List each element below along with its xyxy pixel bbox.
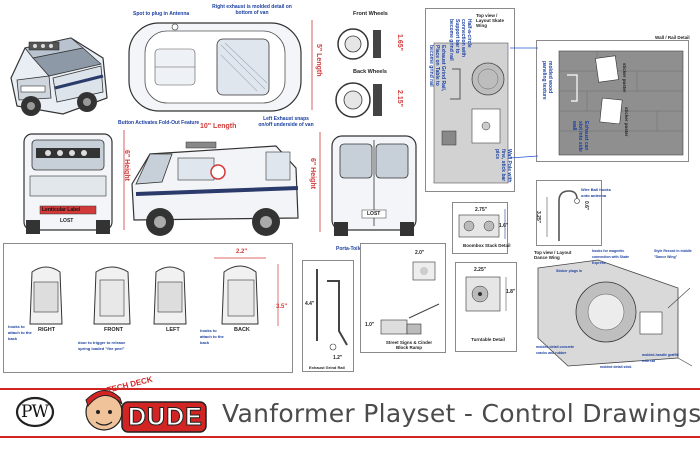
label-molded-wood: molded wood paneling texture [541, 61, 553, 100]
panel-connector-lines [509, 47, 539, 159]
dim-line-length-5 [311, 20, 313, 110]
label-button-feature: Button Activates Fold-Out Feature [118, 120, 200, 126]
van-perspective-drawing [10, 37, 108, 116]
dim-line-height-6b [319, 132, 321, 232]
street-signs-panel: 2.0" 1.0" Street Signs & Cinder Block Ra… [360, 243, 446, 353]
street-signs-drawing [380, 261, 440, 335]
dim-44: 4.4" [305, 301, 315, 307]
pw-logo-initials: PW [21, 402, 49, 422]
dim-10: 1.0" [365, 322, 375, 328]
footer-line-bottom [0, 436, 700, 438]
label-spot-antenna: Spot to plug in Antenna [133, 11, 190, 17]
label-hooks-left: hooks to attach to the back [8, 324, 32, 341]
label-half-circle: Half-a-circle connection with Support ba… [448, 19, 472, 61]
label-molded-detail-a: molded detail concrete cracks and rubber [536, 345, 575, 355]
label-street-signs: Street Signs & Cinder Block Ramp [385, 340, 433, 350]
turntable-drawing [465, 276, 507, 312]
hook-panel: 3.25" 0.6" Wire Ball hooks onto antenna [535, 180, 611, 246]
dim-06: 0.6" [583, 201, 589, 211]
van-side-view: Button Activates Fold-Out Feature 10" Le… [118, 116, 314, 240]
van-rear-view: LOST [328, 130, 420, 238]
label-left-exhaust: Left Exhaust snaps on/off underside of v… [258, 116, 314, 128]
pw-logo: PW [15, 396, 55, 428]
label-hooks-magnetic: hooks for magnetic connection with Skate… [592, 249, 629, 265]
label-boombox: Boombox Stack Detail [463, 243, 511, 248]
dim-12: 1.2" [333, 355, 343, 361]
label-back-wheels: Back Wheels [353, 69, 387, 75]
dim-length-5: 5" Length [315, 44, 322, 77]
pw-logo-circle [15, 396, 55, 428]
dim-front-wheel: 1.65" [396, 34, 403, 51]
dim-35: 3.5" [276, 304, 288, 310]
label-exhaust-grind-rail: Exhaust Grind Rail [309, 365, 345, 370]
label-right-exhaust: Right exhaust is molded detail on bottom… [212, 4, 292, 16]
van-front-view: Lenticular Label LOST [18, 128, 118, 238]
wheels-drawing [335, 28, 382, 118]
label-molded-detail-b: molded detail stick [600, 365, 632, 369]
dude-logo-graphic [85, 390, 207, 433]
label-exhaust-grind-note: Exhaust Grind Rail, Place on Table to be… [428, 45, 446, 92]
label-top-view-skate: Top view / Layout Skate Wing [476, 13, 505, 28]
van-three-quarter-view [3, 18, 115, 128]
wheels-panel: Front Wheels Back Wheels 1.65" 2.15" [333, 10, 415, 122]
label-wall-rail: Wall / Rail Detail [655, 35, 690, 40]
label-front: FRONT [104, 327, 123, 333]
porta-views-panel: 2.2" 3.5" RIGHT FRONT LEFT BACK hooks to… [3, 243, 293, 373]
label-back: BACK [234, 327, 250, 333]
wall-rail-panel: Wall / Rail Detail sticker poster sticke… [536, 35, 690, 162]
van-rear-drawing [331, 135, 417, 236]
label-lenticular: Lenticular Label [42, 207, 81, 213]
hook-drawing [546, 190, 580, 241]
label-exhaust-rail-note: Exhaust can slot into side wall [571, 121, 589, 152]
label-door-note: door to trigger to release spring loaded… [78, 340, 126, 351]
label-hook-note: Wire Ball hooks onto antenna [581, 187, 611, 198]
page-title: Vanformer Playset - Control Drawings [222, 399, 700, 428]
label-style-record: Style Record in middle "Dance Wing" [654, 249, 692, 259]
dance-wing-panel: Top view / Layout Dance Wing hooks for m… [528, 248, 694, 372]
label-sticker-poster-2: sticker poster [624, 107, 629, 137]
dim-20: 2.0" [415, 250, 425, 256]
exhaust-grind-panel: 4.4" 1.2" Exhaust Grind Rail [302, 260, 354, 372]
label-top-view-dance: Top view / Layout Dance Wing [534, 250, 572, 260]
dim-back-wheel: 2.15" [396, 90, 403, 107]
label-hooks-right: hooks to attach to the back [200, 328, 224, 345]
plate-front: LOST [60, 218, 74, 224]
boombox-drawing [458, 209, 506, 239]
porta-views-drawing [29, 257, 279, 326]
label-stickers-note: Sticker plugs in [556, 269, 583, 273]
skate-wing-panel: Top view / Layout Skate Wing Half-a-circ… [425, 8, 515, 192]
exhaust-grind-drawing [316, 269, 348, 351]
skate-wing-drawing [433, 42, 509, 184]
van-side-drawing [131, 141, 299, 236]
label-left: LEFT [166, 327, 180, 333]
dance-wing-drawing [537, 259, 693, 367]
wall-rail-drawing [558, 50, 684, 156]
dim-325: 3.25" [535, 211, 541, 224]
dim-height-6b: 6" Height [309, 158, 316, 189]
tech-deck-dude-logo: TECH DECK DUDE [84, 375, 208, 440]
van-top-drawing [128, 22, 302, 112]
label-turntable: Turntable Detail [471, 337, 505, 342]
dim-line-height-6a [123, 130, 125, 230]
dim-22: 2.2" [236, 249, 248, 255]
van-top-view: Spot to plug in Antenna Right exhaust is… [125, 4, 305, 119]
turntable-panel: 2.25" 1.8" Turntable Detail [455, 262, 517, 352]
label-molded-detail-c: molded-handle graffiti with cat [642, 353, 679, 363]
dim-275: 2.75" [475, 207, 488, 213]
dim-1-6: 1.6" [499, 223, 509, 229]
label-front-wheels: Front Wheels [353, 11, 388, 17]
dim-length-10: 10" Length [200, 123, 237, 130]
label-right: RIGHT [38, 327, 56, 333]
footer-line-top [0, 388, 700, 390]
dim-225: 2.25" [474, 267, 487, 273]
logo-brand-main: DUDE [128, 403, 203, 432]
boombox-panel: 2.75" 1.6" Boombox Stack Detail [452, 202, 511, 254]
plate-rear: LOST [367, 211, 381, 217]
dim-18: 1.8" [506, 289, 516, 295]
label-sticker-poster-1: sticker poster [622, 63, 627, 93]
van-front-drawing [23, 133, 113, 234]
